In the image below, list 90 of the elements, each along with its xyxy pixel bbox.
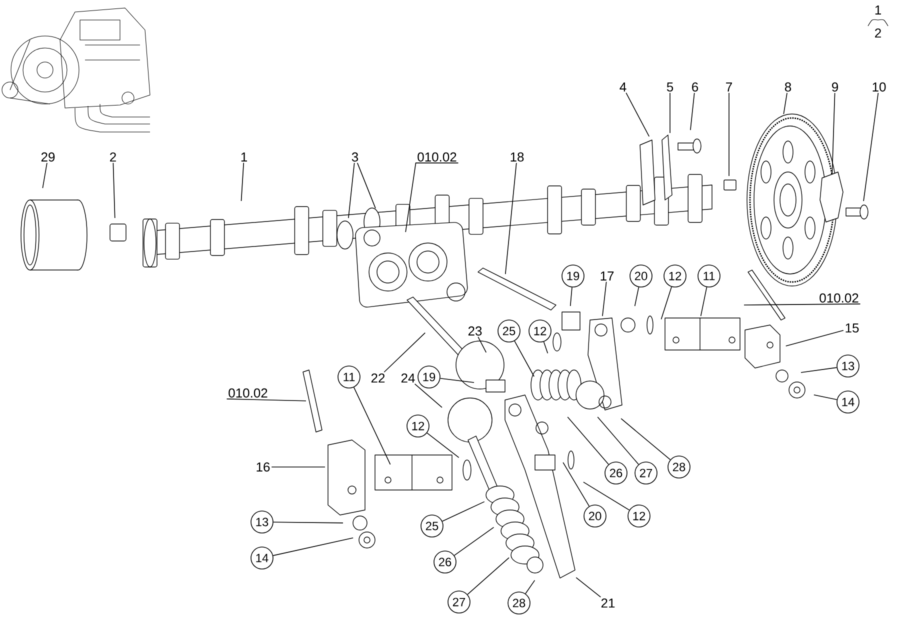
page-number: 2 bbox=[875, 28, 881, 38]
callout-number: 15 bbox=[846, 323, 859, 333]
callout-number: 24 bbox=[401, 373, 415, 383]
leader-line bbox=[514, 340, 534, 377]
callout-number: 4 bbox=[620, 82, 626, 92]
page-number: 1 bbox=[875, 6, 881, 14]
callout-number: 29 bbox=[41, 152, 55, 162]
leader-line bbox=[660, 286, 672, 320]
leader-line bbox=[240, 162, 244, 202]
leader-line bbox=[583, 482, 630, 510]
callout-number: 11 bbox=[698, 264, 720, 288]
callout-number: 20 bbox=[584, 504, 606, 528]
callout-number: 27 bbox=[448, 590, 470, 614]
leader-line bbox=[442, 501, 485, 522]
leader-line bbox=[785, 330, 844, 346]
leader-line bbox=[626, 92, 650, 137]
leader-line bbox=[863, 92, 879, 202]
leader-line bbox=[543, 341, 548, 354]
leader-line bbox=[576, 577, 602, 598]
leader-line bbox=[700, 286, 708, 316]
callout-number: 12 bbox=[528, 320, 552, 342]
callout-number: 13 bbox=[250, 510, 274, 534]
callout-number: 010.02 bbox=[228, 388, 268, 398]
callout-number: 9 bbox=[832, 82, 838, 92]
callout-number: 19 bbox=[562, 264, 584, 288]
callout-number: 010.02 bbox=[418, 152, 456, 162]
leader-line bbox=[744, 304, 861, 306]
leader-line bbox=[272, 537, 354, 556]
callout-number: 8 bbox=[784, 82, 792, 92]
leader-line bbox=[783, 92, 788, 114]
leader-line bbox=[562, 462, 590, 507]
callout-number: 010.02 bbox=[820, 293, 858, 303]
callout-number: 28 bbox=[508, 592, 530, 614]
callout-number: 16 bbox=[256, 462, 270, 472]
leader-line bbox=[620, 418, 671, 460]
leader-line bbox=[690, 92, 695, 130]
callout-number: 6 bbox=[692, 82, 698, 92]
callout-number: 28 bbox=[668, 456, 690, 478]
callout-number: 14 bbox=[836, 390, 860, 414]
leader-line bbox=[384, 332, 426, 373]
leader-line bbox=[414, 384, 442, 408]
callout-number: 14 bbox=[250, 546, 274, 570]
callout-number: 26 bbox=[434, 550, 456, 574]
callout-number: 18 bbox=[510, 152, 524, 162]
callout-number: 17 bbox=[600, 272, 614, 280]
callout-number: 11 bbox=[338, 366, 360, 388]
leader-line bbox=[42, 162, 48, 188]
callout-number: 25 bbox=[498, 320, 520, 342]
leader-line bbox=[800, 367, 838, 373]
callout-number: 10 bbox=[872, 82, 886, 92]
callout-number: 3 bbox=[352, 152, 358, 162]
callout-number: 19 bbox=[418, 366, 440, 388]
callout-number: 25 bbox=[420, 514, 444, 538]
callout-number: 12 bbox=[406, 414, 430, 438]
leader-line bbox=[440, 378, 474, 383]
leader-line bbox=[567, 416, 609, 465]
leader-line bbox=[454, 526, 494, 556]
callout-number: 5 bbox=[666, 82, 674, 92]
leader-line bbox=[832, 92, 836, 174]
callout-number: 23 bbox=[468, 326, 482, 336]
leader-line bbox=[814, 394, 838, 400]
callout-number: 21 bbox=[601, 598, 615, 608]
callout-number: 2 bbox=[110, 152, 116, 162]
leader-line bbox=[634, 286, 640, 306]
leader-line bbox=[505, 162, 517, 274]
leader-line bbox=[728, 92, 730, 176]
leader-line bbox=[271, 466, 326, 468]
leader-line bbox=[597, 416, 639, 465]
callout-number: 12 bbox=[628, 504, 650, 528]
callout-number: 26 bbox=[604, 462, 628, 484]
leader-line bbox=[348, 162, 355, 218]
callout-number: 1 bbox=[241, 152, 247, 162]
callout-number: 22 bbox=[371, 373, 385, 383]
leader-line bbox=[478, 336, 487, 353]
callout-number: 27 bbox=[634, 462, 658, 484]
callout-number: 7 bbox=[726, 82, 732, 92]
leader-line bbox=[405, 162, 459, 232]
leader-line bbox=[226, 398, 306, 402]
leader-line bbox=[570, 286, 572, 306]
callout-number: 20 bbox=[630, 264, 652, 288]
leader-line bbox=[273, 522, 344, 524]
leader-line bbox=[356, 162, 376, 209]
leader-line bbox=[353, 386, 391, 465]
leader-line bbox=[112, 162, 116, 218]
leader-line bbox=[602, 281, 607, 316]
leader-line bbox=[525, 580, 536, 594]
callout-number: 13 bbox=[836, 354, 860, 378]
leader-line bbox=[467, 557, 510, 595]
callout-number: 12 bbox=[664, 264, 686, 288]
leader-line bbox=[426, 432, 460, 458]
